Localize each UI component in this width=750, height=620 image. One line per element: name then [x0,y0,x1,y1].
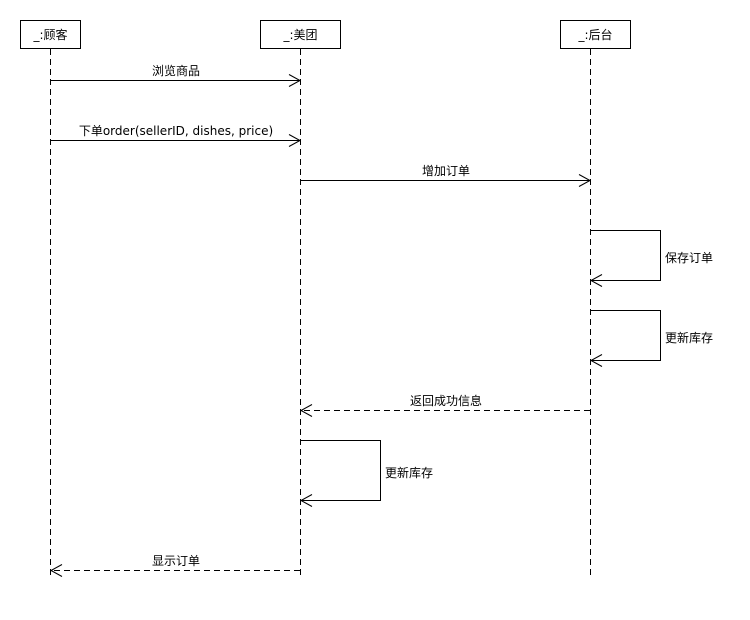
lifeline-meituan: _:美团 [260,20,341,578]
message-save-order[interactable]: 保存订单 [589,230,713,287]
message-save-order-line [591,230,661,281]
message-update-stock-meituan-arrowhead [299,494,313,507]
message-update-stock-backend-arrowhead [589,354,603,367]
message-add-order[interactable]: 增加订单 [301,164,592,187]
message-update-stock-backend-line [591,310,661,361]
message-browse[interactable]: 浏览商品 [51,63,302,87]
message-show-order[interactable]: 显示订单 [49,554,300,577]
lifeline-backend: _:后台 [560,20,631,578]
message-return-success-arrowhead [299,404,313,417]
message-order-arrowhead [288,134,302,147]
message-order[interactable]: 下单order(sellerID, dishes, price) [51,124,302,147]
message-add-order-label: 增加订单 [422,164,470,178]
lifeline-customer: _:顾客 [20,20,81,578]
message-update-stock-backend[interactable]: 更新库存 [589,310,713,367]
message-save-order-arrowhead [589,274,603,287]
message-add-order-arrowhead [578,174,592,187]
lifeline-meituan-box[interactable] [260,20,341,49]
message-update-stock-backend-label: 更新库存 [665,330,713,345]
message-browse-arrowhead [288,74,302,87]
lifeline-customer-label: _:顾客 [32,27,67,42]
lifeline-customer-box[interactable] [20,20,81,49]
message-save-order-label: 保存订单 [665,251,713,265]
message-update-stock-meituan-label: 更新库存 [385,465,433,480]
message-update-stock-meituan[interactable]: 更新库存 [299,440,433,507]
lifeline-backend-label: _:后台 [577,27,612,42]
message-show-order-label: 显示订单 [152,554,200,568]
message-update-stock-meituan-line [301,440,381,501]
lifeline-meituan-label: _:美团 [282,28,317,42]
lifeline-backend-box[interactable] [560,20,631,49]
message-return-success[interactable]: 返回成功信息 [299,393,590,417]
message-browse-label: 浏览商品 [152,63,200,78]
message-order-label: 下单order(sellerID, dishes, price) [79,124,273,138]
message-return-success-label: 返回成功信息 [410,393,482,408]
message-show-order-arrowhead [49,564,63,577]
